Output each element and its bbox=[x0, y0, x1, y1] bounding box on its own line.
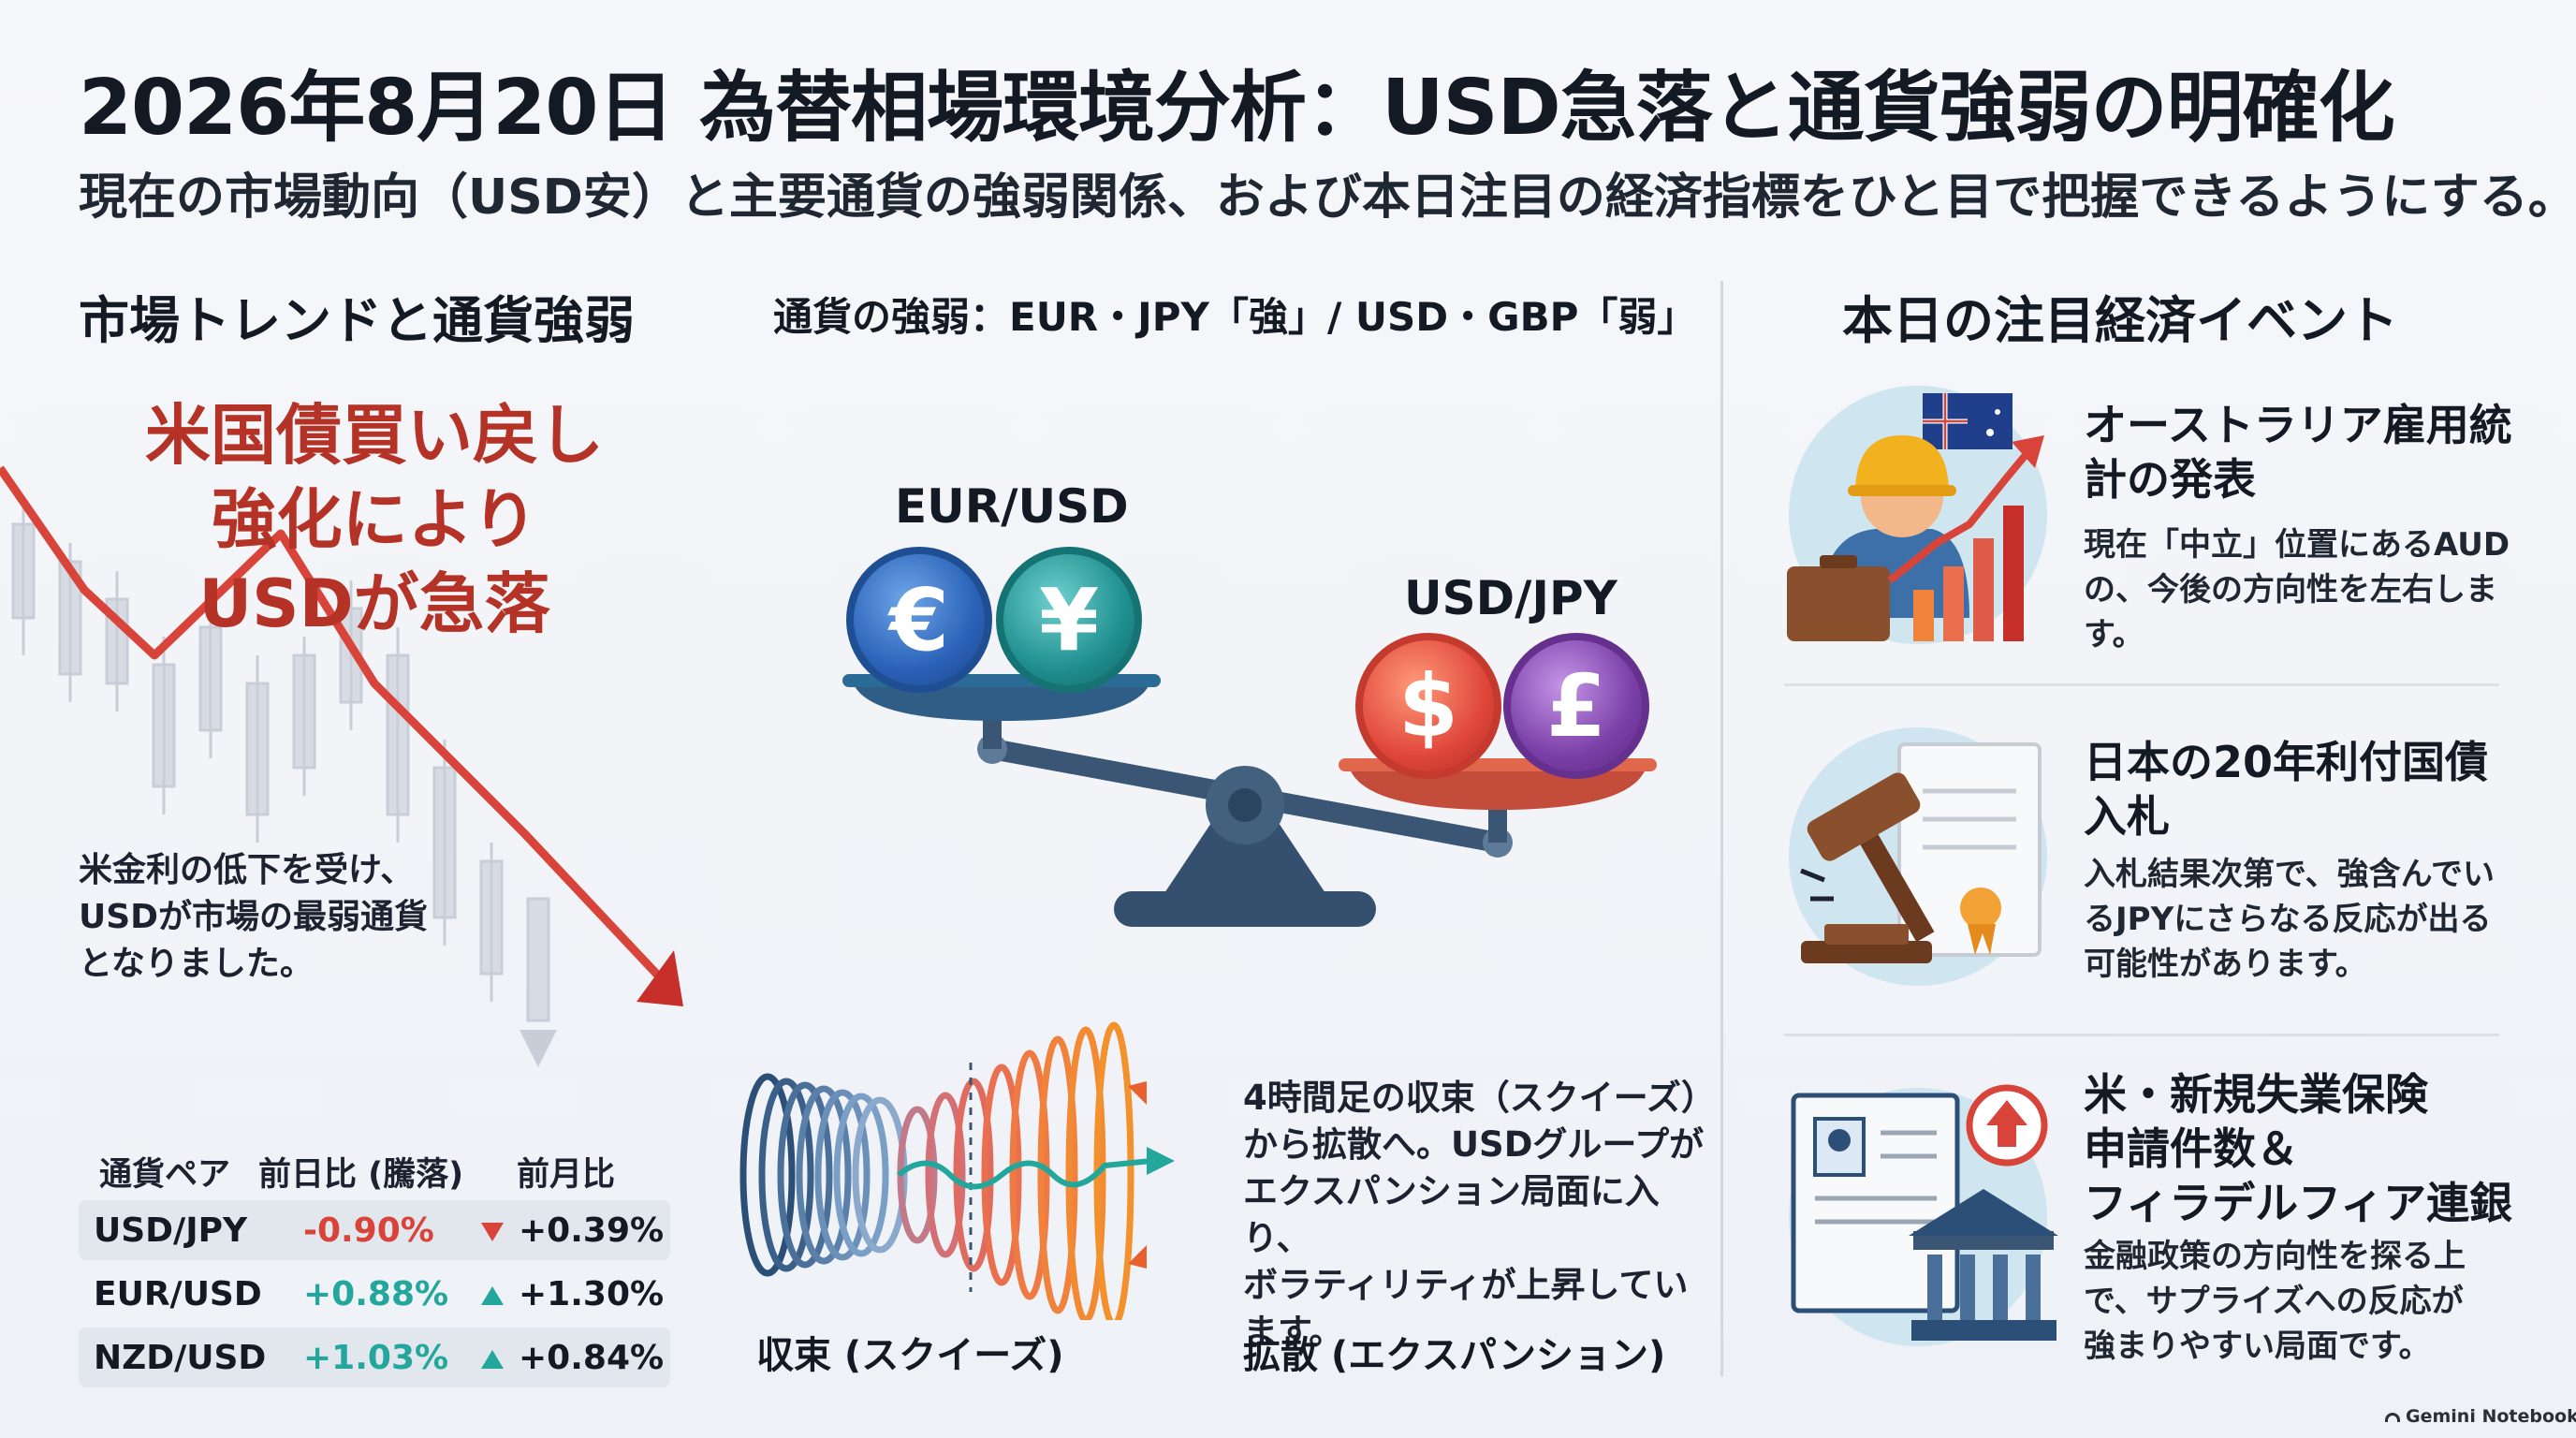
application-bank-icon bbox=[1789, 1084, 2058, 1346]
event-separator bbox=[1784, 683, 2499, 686]
daily-change-cell: -0.90% bbox=[303, 1211, 434, 1250]
page-subtitle: 現在の市場動向（USD安）と主要通貨の強弱関係、および本日注目の経済指標をひと目… bbox=[79, 169, 2576, 226]
column-header-daily: 前日比 (騰落) bbox=[258, 1156, 464, 1194]
desc-line: 現在「中立」位置にあるAUD bbox=[2084, 526, 2510, 564]
dollar-coin-icon: $ bbox=[1355, 633, 1501, 779]
daily-change-cell: +1.03% bbox=[303, 1339, 449, 1377]
title-line: 日本の20年利付国債 bbox=[2084, 737, 2489, 787]
title-line: オーストラリア雇用統 bbox=[2084, 400, 2512, 450]
events-heading: 本日の注目経済イベント bbox=[1842, 291, 2398, 350]
usd-weakest-note: 米金利の低下を受け、 USDが市場の最弱通貨 となりました。 bbox=[79, 847, 472, 988]
table-row: EUR/USD +0.88% +1.30% bbox=[79, 1264, 670, 1324]
euro-coin-icon: € bbox=[846, 547, 992, 693]
column-header-pair: 通貨ペア bbox=[99, 1156, 231, 1194]
desc-line: るJPYにさらなる反応が出る bbox=[2084, 901, 2492, 938]
desc-line: 入札結果次第で、強含んでい bbox=[2084, 856, 2495, 893]
note-line: USDが市場の最弱通貨 bbox=[79, 898, 429, 936]
currency-strength-heading: 通貨の強弱：EUR・JPY「強」/ USD・GBP「弱」 bbox=[773, 294, 1697, 340]
brand-name: Gemini Notebook bbox=[2406, 1406, 2576, 1427]
pound-symbol: £ bbox=[1545, 655, 1606, 756]
title-line: 計の発表 bbox=[2084, 454, 2256, 505]
desc-line: の、今後の方向性を左右しま bbox=[2084, 571, 2497, 609]
usd-drop-headline: 米国債買い戻し 強化により USDが急落 bbox=[103, 393, 646, 646]
desc-line: 金融政策の方向性を探る上 bbox=[2084, 1238, 2466, 1275]
event-desc-aus-employment: 現在「中立」位置にあるAUD の、今後の方向性を左右しま す。 bbox=[2084, 522, 2524, 657]
pair-cell: NZD/USD bbox=[94, 1339, 267, 1377]
table-header: 通貨ペア 前日比 (騰落) 前月比 bbox=[79, 1140, 670, 1200]
monthly-change-cell: +0.84% bbox=[519, 1339, 665, 1377]
footer-brand: Gemini Notebook bbox=[2385, 1406, 2576, 1427]
dollar-symbol: $ bbox=[1398, 655, 1458, 756]
desc-line: 強まりやすい局面です。 bbox=[2084, 1328, 2431, 1365]
brand-logo-icon bbox=[2385, 1412, 2400, 1422]
squeeze-expansion-coil-graphic bbox=[739, 1021, 1175, 1320]
daily-change-cell: +0.88% bbox=[303, 1275, 449, 1313]
title-line: 米・新規失業保険 bbox=[2084, 1069, 2428, 1120]
column-header-monthly: 前月比 bbox=[517, 1156, 616, 1194]
description-line: 4時間足の収束（スクイーズ） bbox=[1243, 1078, 1716, 1118]
description-line: ます。 bbox=[1243, 1312, 1344, 1352]
expansion-label: 拡散 (エクスパンション) bbox=[1243, 1334, 1666, 1377]
monthly-change-cell: +1.30% bbox=[519, 1275, 665, 1313]
market-trend-heading: 市場トレンドと通貨強弱 bbox=[79, 291, 635, 350]
note-line: 米金利の低下を受け、 bbox=[79, 851, 415, 889]
usdjpy-label: USD/JPY bbox=[1404, 571, 1617, 625]
headline-line: USDが急落 bbox=[198, 565, 550, 642]
worker-chart-icon bbox=[1787, 386, 2047, 644]
table-row: NZD/USD +1.03% +0.84% bbox=[79, 1328, 670, 1387]
gavel-certificate-icon bbox=[1789, 727, 2047, 986]
monthly-change-cell: +0.39% bbox=[519, 1211, 665, 1250]
desc-line: で、サプライズへの反応が bbox=[2084, 1283, 2464, 1320]
description-line: から拡散へ。USDグループが bbox=[1243, 1124, 1705, 1165]
squeeze-label: 収束 (スクイーズ) bbox=[756, 1334, 1064, 1377]
usd-decline-chart-graphic bbox=[0, 465, 683, 1067]
yen-symbol: ¥ bbox=[1038, 569, 1099, 670]
event-title-aus-employment: オーストラリア雇用統 計の発表 bbox=[2084, 398, 2524, 506]
headline-line: 強化により bbox=[211, 481, 538, 558]
title-line: フィラデルフィア連銀 bbox=[2084, 1178, 2513, 1228]
up-arrow-icon bbox=[481, 1350, 504, 1369]
down-arrow-icon bbox=[481, 1223, 504, 1241]
up-arrow-icon bbox=[481, 1286, 504, 1305]
desc-line: す。 bbox=[2084, 616, 2144, 653]
event-title-us-jobless-philly-fed: 米・新規失業保険 申請件数＆ フィラデルフィア連銀 bbox=[2084, 1067, 2524, 1230]
pound-coin-icon: £ bbox=[1503, 633, 1649, 779]
description-line: エクスパンション局面に入り、 bbox=[1243, 1171, 1660, 1258]
table-row: USD/JPY -0.90% +0.39% bbox=[79, 1200, 670, 1260]
event-title-jgb-auction: 日本の20年利付国債 入札 bbox=[2084, 735, 2524, 844]
euro-symbol: € bbox=[888, 569, 949, 670]
pair-cell: USD/JPY bbox=[94, 1211, 248, 1250]
squeeze-expansion-description: 4時間足の収束（スクイーズ） から拡散へ。USDグループが エクスパンション局面… bbox=[1243, 1075, 1716, 1356]
eurusd-label: EUR/USD bbox=[895, 479, 1129, 534]
yen-coin-icon: ¥ bbox=[996, 547, 1142, 693]
column-divider bbox=[1720, 281, 1723, 1376]
headline-line: 米国債買い戻し bbox=[145, 397, 604, 474]
desc-line: 可能性があります。 bbox=[2084, 946, 2367, 983]
title-line: 入札 bbox=[2084, 791, 2170, 842]
page-title: 2026年8月20日 為替相場環境分析：USD急落と通貨強弱の明確化 bbox=[79, 64, 2395, 153]
pair-cell: EUR/USD bbox=[94, 1275, 262, 1313]
description-line: ボラティリティが上昇してい bbox=[1243, 1265, 1689, 1305]
rate-change-table: 通貨ペア 前日比 (騰落) 前月比 USD/JPY -0.90% +0.39% … bbox=[79, 1140, 670, 1391]
event-desc-jgb-auction: 入札結果次第で、強含んでい るJPYにさらなる反応が出る 可能性があります。 bbox=[2084, 852, 2524, 987]
event-desc-us-jobless-philly-fed: 金融政策の方向性を探る上 で、サプライズへの反応が 強まりやすい局面です。 bbox=[2084, 1234, 2524, 1369]
title-line: 申請件数＆ bbox=[2084, 1123, 2299, 1174]
event-separator bbox=[1784, 1034, 2499, 1036]
note-line: となりました。 bbox=[79, 945, 314, 983]
